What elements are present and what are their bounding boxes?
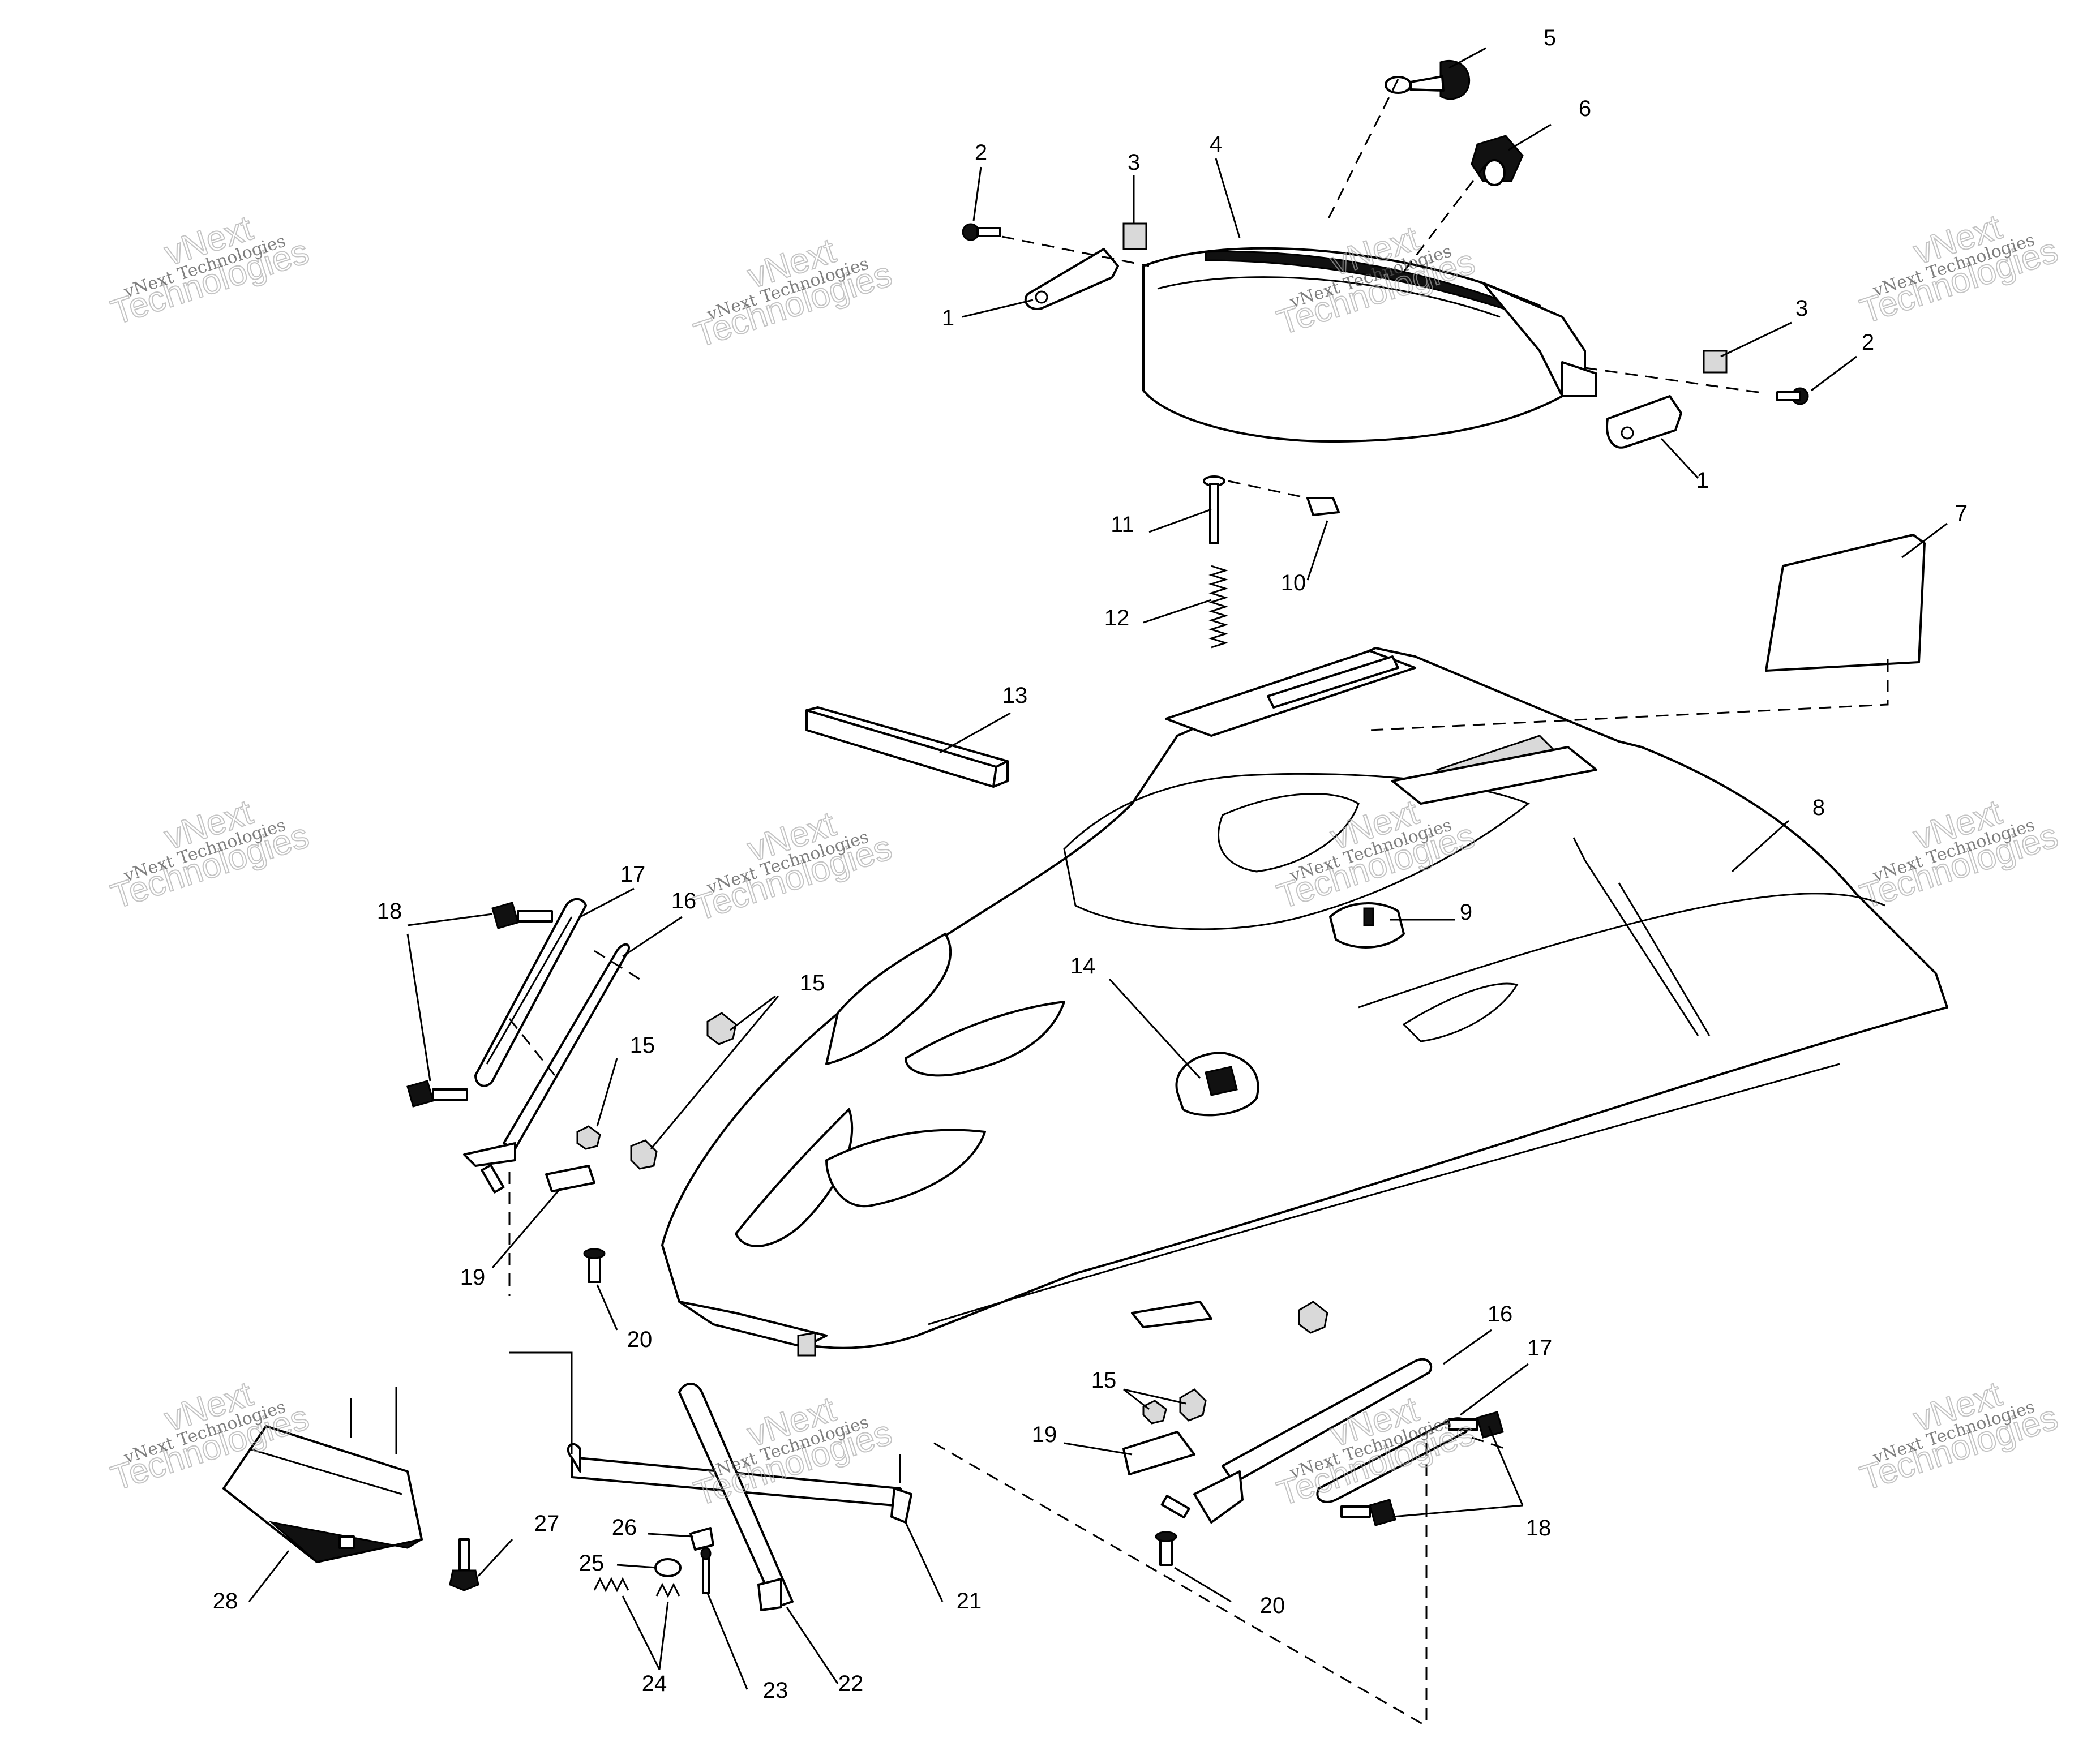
latch-clip-left bbox=[545, 1165, 595, 1192]
callout-c17a: 17 bbox=[620, 862, 646, 887]
adjuster-pin bbox=[1203, 475, 1225, 544]
nut-15b bbox=[576, 1125, 601, 1150]
screw-20a bbox=[583, 1248, 606, 1283]
leader-lines bbox=[248, 47, 1948, 1690]
callout-c15a: 15 bbox=[800, 971, 825, 996]
callout-c5: 5 bbox=[1544, 25, 1556, 50]
hood bbox=[661, 647, 1948, 1357]
callout-c6: 6 bbox=[1579, 96, 1591, 121]
corner-guard bbox=[222, 1387, 423, 1563]
latch-clip-right bbox=[1122, 1431, 1195, 1475]
callout-c15c: 15 bbox=[1091, 1368, 1117, 1393]
screw-20b bbox=[1155, 1531, 1177, 1566]
retainer-clip bbox=[1306, 497, 1340, 516]
callout-c4: 4 bbox=[1210, 132, 1222, 157]
callout-c26: 26 bbox=[612, 1515, 637, 1540]
callout-c12: 12 bbox=[1104, 606, 1130, 630]
foam-strip bbox=[805, 706, 1009, 788]
callout-c15b: 15 bbox=[630, 1033, 655, 1058]
bolt-18b bbox=[406, 1080, 468, 1108]
nut-15a bbox=[706, 1012, 737, 1045]
dashed-lines bbox=[508, 79, 1889, 1727]
callout-c22: 22 bbox=[838, 1671, 864, 1696]
bolt-18d bbox=[1340, 1499, 1396, 1526]
speed-nut-left bbox=[1122, 222, 1147, 250]
callout-c17b: 17 bbox=[1527, 1336, 1553, 1361]
callout-c18a: 18 bbox=[377, 899, 402, 924]
callout-c3a: 3 bbox=[1128, 150, 1140, 175]
solid-guide-lines bbox=[509, 1351, 901, 1483]
callout-c19b: 19 bbox=[1032, 1422, 1057, 1447]
o-ring-25 bbox=[654, 1558, 682, 1577]
strap-plate-left bbox=[474, 898, 587, 1087]
callout-c13: 13 bbox=[1002, 683, 1028, 708]
nut-15e bbox=[1179, 1388, 1207, 1422]
bolt-18c bbox=[1448, 1411, 1504, 1439]
callout-c11: 11 bbox=[1111, 512, 1134, 537]
callout-c23: 23 bbox=[763, 1678, 788, 1703]
callout-c1a: 1 bbox=[942, 306, 954, 331]
callout-c25: 25 bbox=[579, 1551, 605, 1576]
springs-24 bbox=[593, 1577, 680, 1598]
nut-15f bbox=[1142, 1400, 1167, 1425]
callout-c21: 21 bbox=[957, 1589, 982, 1614]
callout-c18b: 18 bbox=[1526, 1516, 1552, 1541]
speed-nut-right bbox=[1703, 350, 1728, 374]
clip-26 bbox=[689, 1527, 714, 1551]
headlight-housing bbox=[1142, 247, 1597, 443]
spring bbox=[1208, 565, 1228, 649]
callout-c7: 7 bbox=[1955, 501, 1968, 526]
callout-c16b: 16 bbox=[1488, 1302, 1513, 1327]
bulb-socket bbox=[1471, 135, 1524, 186]
callout-c10: 10 bbox=[1281, 570, 1306, 595]
bolt-27 bbox=[449, 1538, 479, 1591]
callout-c9: 9 bbox=[1460, 900, 1472, 925]
hood-fastener bbox=[1329, 902, 1405, 949]
callout-c27: 27 bbox=[534, 1511, 560, 1536]
callout-c20b: 20 bbox=[1260, 1593, 1285, 1618]
callout-c1b: 1 bbox=[1696, 468, 1709, 493]
pin-23 bbox=[700, 1547, 712, 1594]
callout-c8: 8 bbox=[1812, 795, 1825, 820]
nut-15d bbox=[1298, 1301, 1328, 1334]
headlight-bracket-left bbox=[1024, 248, 1119, 310]
callout-c14: 14 bbox=[1070, 954, 1096, 979]
callout-c19a: 19 bbox=[460, 1265, 486, 1290]
callout-c28: 28 bbox=[213, 1589, 238, 1614]
headlight-bulb bbox=[1385, 59, 1471, 100]
side-panel bbox=[1765, 534, 1926, 672]
callout-c20a: 20 bbox=[627, 1327, 653, 1352]
screw-right bbox=[1776, 387, 1809, 405]
callout-c16a: 16 bbox=[671, 889, 697, 913]
callout-c3b: 3 bbox=[1795, 296, 1808, 321]
bolt-18a bbox=[491, 902, 553, 929]
headlight-bracket-right bbox=[1606, 395, 1682, 449]
nut-15c bbox=[630, 1139, 658, 1170]
screw-left bbox=[962, 223, 1001, 241]
callout-c2b: 2 bbox=[1862, 330, 1874, 355]
latch-arm-left bbox=[463, 943, 630, 1194]
callout-c2a: 2 bbox=[975, 140, 987, 165]
hood-knob bbox=[1175, 1052, 1259, 1117]
callout-c24: 24 bbox=[642, 1671, 667, 1696]
cross-bracket bbox=[567, 1383, 912, 1611]
latch-arm-right bbox=[1160, 1358, 1433, 1524]
